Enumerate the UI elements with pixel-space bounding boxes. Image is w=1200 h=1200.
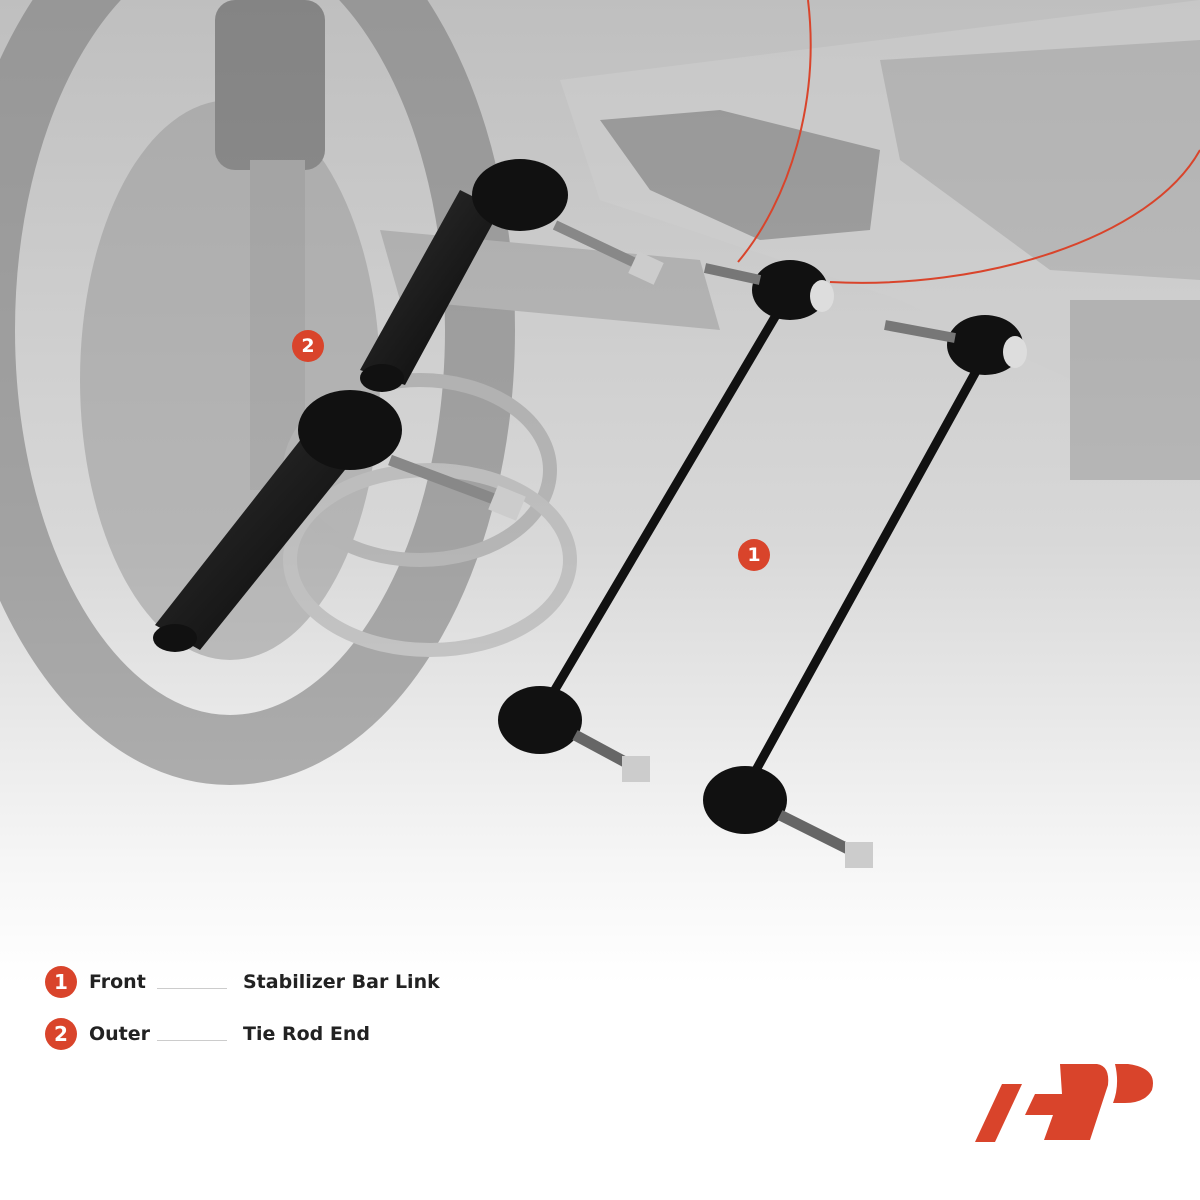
- legend-divider: [157, 987, 227, 989]
- red-callout-lines: [737, 0, 1200, 284]
- marker-tie-rod-end: 2: [292, 330, 324, 362]
- tie-rod-end-upper: [360, 159, 664, 392]
- legend-position: Front: [89, 971, 146, 993]
- legend-badge: 1: [45, 966, 77, 998]
- ap-logo: [975, 1064, 1153, 1142]
- stabilizer-link-front: [498, 260, 834, 782]
- legend-divider: [157, 1039, 227, 1041]
- stabilizer-link-rear: [703, 315, 1027, 868]
- tie-rod-end-lower: [153, 390, 526, 652]
- marker-stabilizer-link: 1: [738, 539, 770, 571]
- legend-item-stabilizer: 1 Front Stabilizer Bar Link: [45, 966, 440, 998]
- legend-item-tie-rod: 2 Outer Tie Rod End: [45, 1018, 370, 1050]
- legend-part: Stabilizer Bar Link: [243, 971, 440, 993]
- legend-position: Outer: [89, 1023, 151, 1045]
- legend-part: Tie Rod End: [243, 1023, 370, 1045]
- legend-badge: 2: [45, 1018, 77, 1050]
- background-chassis: [0, 0, 1200, 785]
